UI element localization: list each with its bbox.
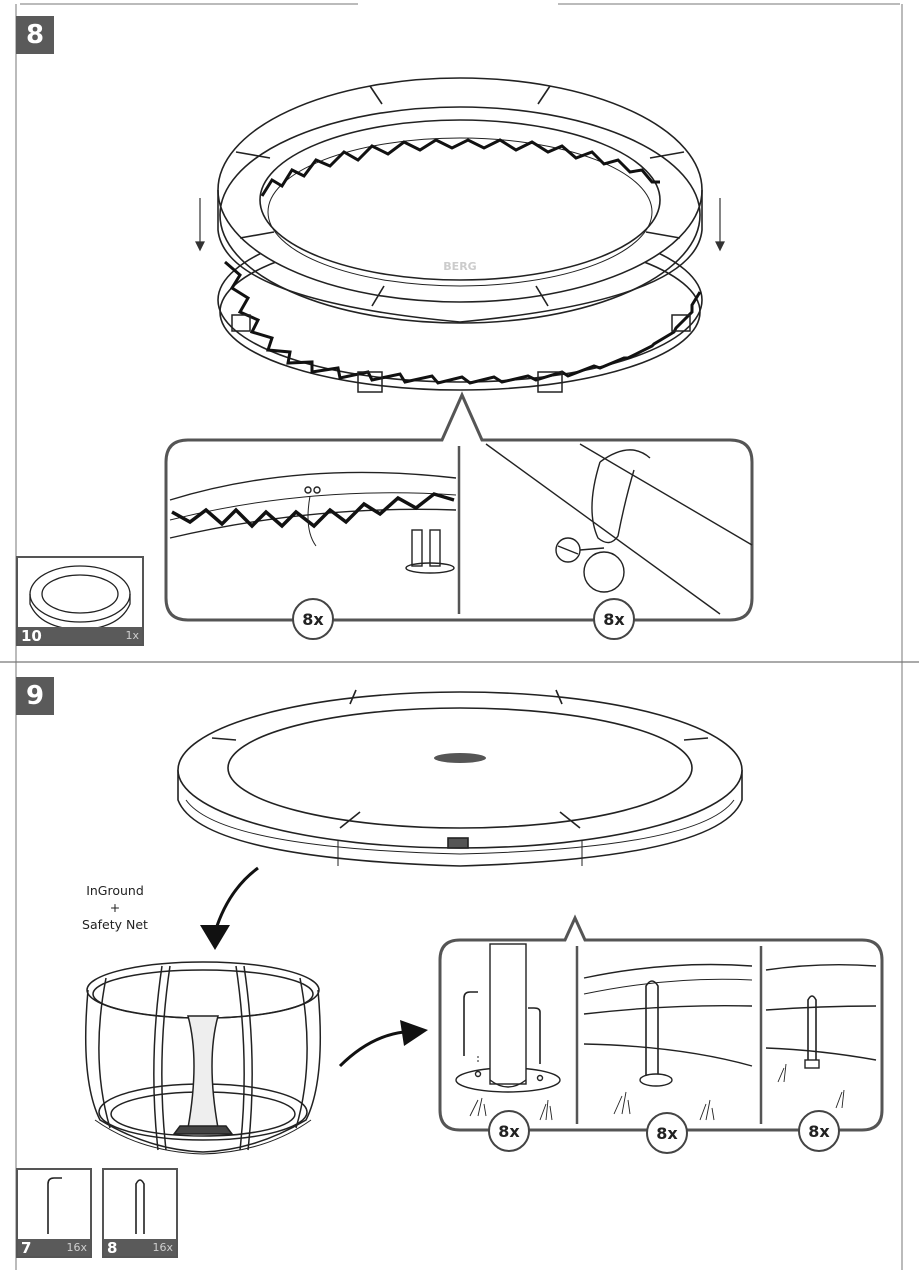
note-line: Safety Net <box>82 917 148 932</box>
u-staple-8-thumbnail <box>135 1179 145 1234</box>
quantity-badge: 8x <box>593 598 635 640</box>
part-number: 7 <box>21 1238 32 1257</box>
curved-arrow-right-icon <box>338 1020 428 1068</box>
part-quantity: 1x <box>125 629 139 642</box>
part-label: 7 16x <box>18 1238 90 1257</box>
svg-text:BERG: BERG <box>443 260 476 273</box>
part-number: 10 <box>21 626 42 645</box>
quantity-badge: 8x <box>646 1112 688 1154</box>
bungee-cord-detail <box>485 443 753 615</box>
note-line: + <box>109 900 121 915</box>
stake-7-thumbnail <box>47 1177 62 1234</box>
safety-net-illustration <box>85 961 321 1155</box>
variant-note: InGround + Safety Net <box>72 882 158 933</box>
step-number-8: 8 <box>16 16 54 54</box>
part-label: 10 1x <box>18 626 142 645</box>
u-staple-detail <box>583 963 753 1121</box>
u-staple-net-detail <box>765 963 877 1109</box>
step-number-9: 9 <box>16 677 54 715</box>
detail-callout-8 <box>164 391 754 622</box>
part-label: 8 16x <box>104 1238 176 1257</box>
curved-arrow-icon <box>200 866 259 950</box>
quantity-badge: 8x <box>488 1110 530 1152</box>
quantity-badge: 8x <box>798 1110 840 1152</box>
part-quantity: 16x <box>152 1241 173 1254</box>
trampoline-frame-illustration <box>217 217 703 393</box>
quantity-badge: 8x <box>292 598 334 640</box>
frame-pad-illustration: BERG <box>217 77 703 324</box>
part-box-10: 10 1x <box>16 556 144 646</box>
pole-base-stake-detail <box>455 943 561 1121</box>
pad-spring-detail <box>169 471 457 574</box>
part-quantity: 16x <box>66 1241 87 1254</box>
part-box-7: 7 16x <box>16 1168 92 1258</box>
note-line: InGround <box>86 883 144 898</box>
part-box-8: 8 16x <box>102 1168 178 1258</box>
down-arrow-icon <box>195 198 725 252</box>
part-number: 8 <box>107 1238 118 1257</box>
inground-trampoline-illustration <box>177 689 743 867</box>
